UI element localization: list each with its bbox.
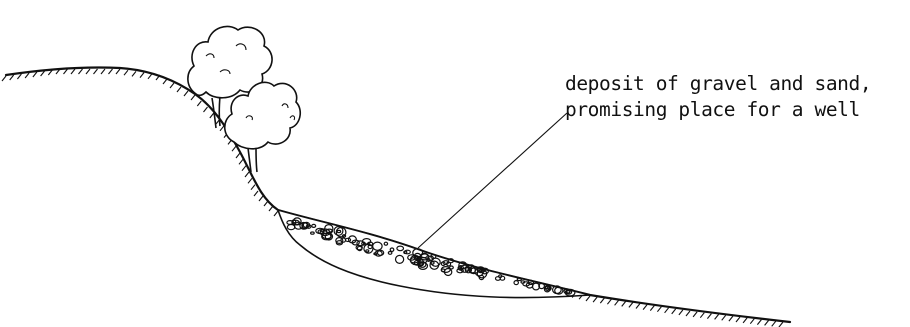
hatch-tick	[210, 113, 214, 118]
hatch-tick	[191, 95, 195, 100]
hatch-tick	[622, 301, 626, 306]
hatch-tick	[140, 73, 144, 78]
hatch-tick	[33, 72, 37, 77]
hatch-tick	[729, 316, 733, 321]
hatch-tick	[259, 196, 263, 201]
hatch-tick	[79, 69, 83, 74]
hatch-tick	[615, 300, 619, 305]
hatch-tick	[593, 297, 597, 302]
hatch-tick	[600, 298, 604, 303]
hatch-tick	[586, 296, 590, 301]
hatch-tick	[116, 69, 120, 74]
hatch-tick	[10, 75, 14, 80]
hatch-tick	[25, 73, 29, 78]
hatch-tick	[220, 126, 224, 131]
hatch-tick	[132, 71, 136, 76]
hatch-tick	[170, 83, 174, 88]
hatch-tick	[700, 313, 704, 318]
hatch-tick	[743, 318, 747, 323]
hatch-tick	[94, 69, 98, 74]
hatch-tick	[254, 191, 258, 196]
hatch-tick	[109, 69, 113, 74]
hatch-tick	[707, 314, 711, 319]
hatch-tick	[657, 307, 661, 312]
hatch-tick	[148, 74, 152, 79]
hatch-tick	[236, 153, 240, 158]
hatch-tick	[672, 309, 676, 314]
hatch-tick	[765, 320, 769, 325]
hatch-tick	[248, 178, 252, 183]
hatch-tick	[232, 146, 236, 151]
hatch-tick	[686, 311, 690, 316]
hatch-tick	[779, 322, 783, 327]
tree-lower	[225, 82, 301, 172]
hatch-tick	[607, 299, 611, 304]
hatch-tick	[693, 312, 697, 317]
hatch-tick	[772, 321, 776, 326]
hatch-tick	[41, 71, 45, 76]
hatch-tick	[17, 74, 21, 79]
hatch-tick	[643, 305, 647, 310]
hatch-tick	[239, 159, 243, 164]
hatch-tick	[269, 206, 273, 211]
hatch-tick	[184, 91, 188, 96]
hatch-tick	[264, 201, 268, 206]
hatch-tick	[750, 319, 754, 324]
hatch-tick	[757, 320, 761, 325]
hatch-tick	[86, 69, 90, 74]
annotation-line-2: promising place for a well	[565, 100, 860, 120]
hatch-tick	[204, 107, 208, 112]
hatch-tick	[274, 211, 278, 216]
hatch-tick	[245, 172, 249, 177]
hatch-tick	[736, 317, 740, 322]
hatch-tick	[2, 76, 6, 81]
hatch-tick	[242, 166, 246, 171]
annotation-line-1: deposit of gravel and sand,	[565, 74, 871, 94]
leader-line	[418, 113, 567, 248]
hatch-tick	[71, 69, 75, 74]
hatch-tick	[197, 101, 201, 106]
hatch-tick	[665, 308, 669, 313]
hatch-tick	[679, 310, 683, 315]
hatch-tick	[101, 69, 105, 74]
hatch-tick	[163, 79, 167, 84]
hatch-tick	[650, 306, 654, 311]
hatch-tick	[715, 314, 719, 319]
hatch-tick	[251, 185, 255, 190]
hatch-tick	[124, 70, 128, 75]
hatch-tick	[722, 315, 726, 320]
hatch-tick	[636, 304, 640, 309]
hatch-tick	[629, 302, 633, 307]
hatch-tick	[177, 87, 181, 92]
